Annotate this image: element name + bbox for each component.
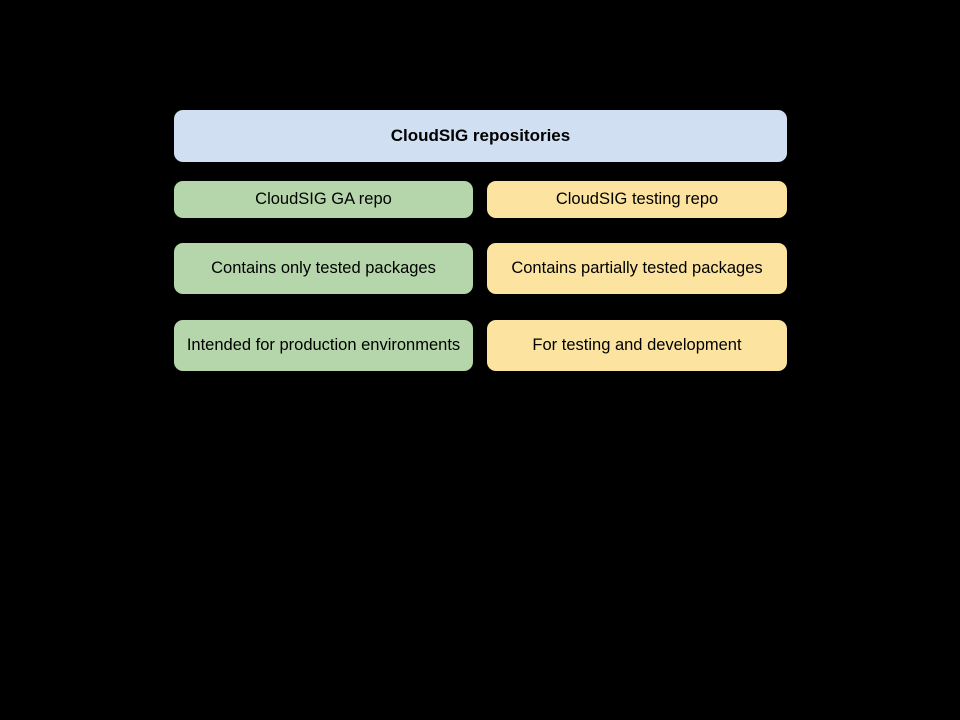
node-label: CloudSIG repositories <box>390 125 571 145</box>
node-label: Intended for production environments <box>186 336 461 355</box>
node-testing-usage: For testing and development <box>487 320 787 371</box>
node-testing-contents: Contains partially tested packages <box>487 243 787 294</box>
node-cloudsig-testing-repo: CloudSIG testing repo <box>487 181 787 218</box>
node-ga-contents: Contains only tested packages <box>174 243 473 294</box>
node-label: For testing and development <box>532 336 742 355</box>
node-ga-usage: Intended for production environments <box>174 320 473 371</box>
node-label: Contains only tested packages <box>211 259 436 278</box>
node-label: CloudSIG testing repo <box>555 190 719 209</box>
node-cloudsig-ga-repo: CloudSIG GA repo <box>174 181 473 218</box>
node-label: Contains partially tested packages <box>511 259 763 278</box>
node-cloudsig-repositories: CloudSIG repositories <box>174 110 787 162</box>
node-label: CloudSIG GA repo <box>255 190 392 209</box>
